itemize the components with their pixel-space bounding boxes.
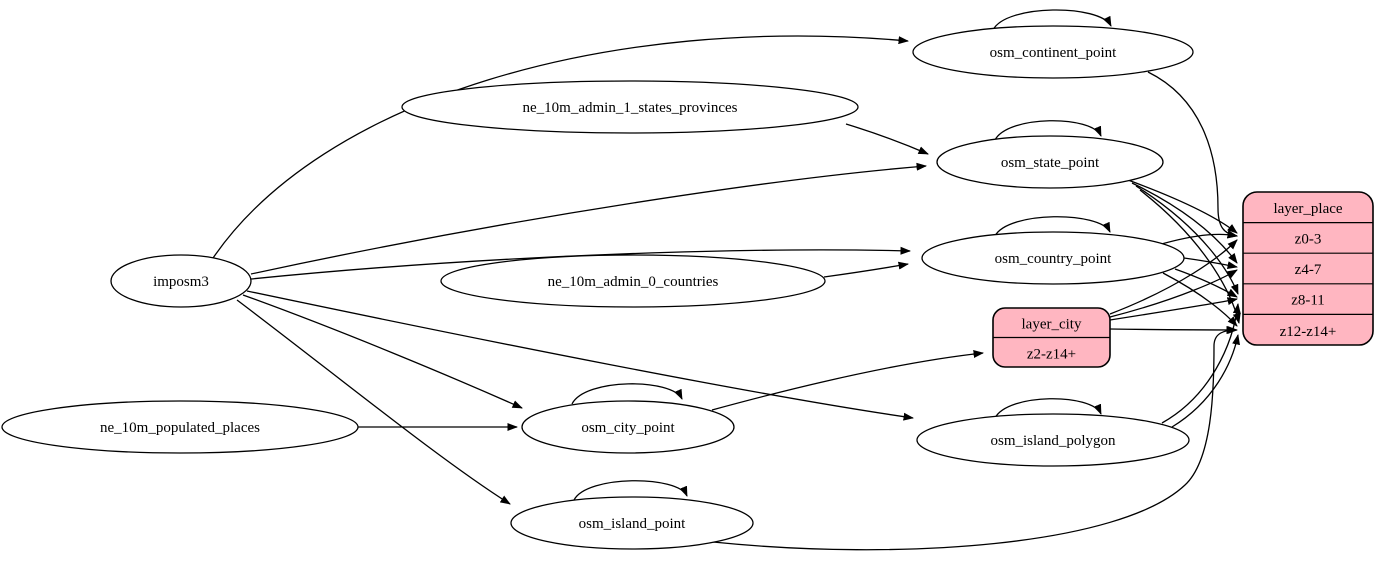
node-osm-country-point: osm_country_point [921,231,1185,285]
record-layer-place-box [1242,191,1374,346]
edge-country-z0-3 [1157,230,1238,246]
node-city-shape [521,400,735,454]
node-state-shape [936,135,1164,189]
node-island-point-label: osm_island_point [579,516,687,532]
node-island-polygon-shape [916,413,1190,467]
selfloop-island-polygon [994,398,1102,419]
record-layer-city-title: layer_city [1022,317,1082,333]
node-osm-island-point: osm_island_point [510,496,754,550]
edge-country-z8-11 [1174,268,1238,298]
edge-layer-city-z12-z14 [1109,325,1238,334]
record-layer-place-row-z0-3: z0-3 [1295,232,1322,248]
edge-imposm3-state [250,162,927,275]
record-layer-city-row-z2-z14: z2-z14+ [1027,347,1076,363]
node-osm-state-point: osm_state_point [936,135,1164,189]
edge-island-point-z12-z14 [712,326,1237,551]
edge-imposm3-country [250,246,911,280]
edge-island-polygon-z12-z14 [1171,334,1240,428]
edge-state-z0-3 [1127,179,1238,234]
node-continent-shape [912,25,1194,79]
selfloop-island-point [573,480,688,501]
edges [210,9,1241,551]
node-ne0-shape [440,254,826,308]
edge-layer-city-z8-11 [1109,297,1238,321]
record-layer-place-row-z8-11: z8-11 [1291,293,1325,309]
node-osm-continent-point: osm_continent_point [912,25,1194,79]
record-layer-city: layer_city z2-z14+ [992,307,1111,368]
node-country-label: osm_country_point [995,251,1112,267]
edge-imposm3-city [242,294,523,409]
node-imposm3: imposm3 [110,254,252,308]
node-nepop-label: ne_10m_populated_places [100,420,260,436]
node-ne-10m-admin-1-states-provinces: ne_10m_admin_1_states_provinces [401,80,859,134]
selfloop-continent [992,9,1112,31]
node-osm-island-polygon: osm_island_polygon [916,413,1190,467]
edge-state-z8-11 [1135,185,1239,295]
node-imposm3-label: imposm3 [153,274,209,290]
selfloop-country [994,216,1111,237]
edge-imposm3-island-polygon [246,290,914,421]
record-layer-place: layer_place z0-3 z4-7 z8-11 z12-z14+ [1242,191,1374,346]
node-city-label: osm_city_point [581,420,675,436]
node-ne1-shape [401,80,859,134]
node-continent-label: osm_continent_point [990,45,1117,61]
node-country-shape [921,231,1185,285]
edge-layer-city-z4-7 [1109,269,1238,318]
node-state-label: osm_state_point [1001,155,1100,171]
node-nepop-shape [1,400,359,454]
edge-continent-z0-3 [1147,71,1238,239]
node-imposm3-shape [110,254,252,308]
node-island-polygon-label: osm_island_polygon [990,433,1116,449]
edge-country-z12-z14 [1162,272,1238,327]
edge-island-polygon-z8-11 [1161,303,1241,424]
selfloop-city [571,383,683,405]
edge-state-z4-7 [1131,182,1238,264]
node-island-point-shape [510,496,754,550]
record-layer-place-row-z12-z14: z12-z14+ [1280,324,1337,340]
node-ne-10m-populated-places: ne_10m_populated_places [1,400,359,454]
node-ne0-label: ne_10m_admin_0_countries [548,274,719,290]
record-layer-place-title: layer_place [1273,201,1342,217]
edge-ne1-state [845,123,929,155]
node-ne-10m-admin-0-countries: ne_10m_admin_0_countries [440,254,826,308]
edge-imposm3-island-point [236,299,511,505]
selfloop-state [994,120,1102,141]
edge-country-z4-7 [1183,257,1238,270]
edge-layer-city-z0-3 [1109,239,1238,315]
edge-city-layer-city [711,350,984,411]
node-osm-city-point: osm_city_point [521,400,735,454]
record-layer-place-row-z4-7: z4-7 [1295,262,1322,278]
edge-imposm3-continent [210,35,909,262]
node-ne1-label: ne_10m_admin_1_states_provinces [523,100,738,116]
edge-ne0-country [823,261,909,278]
